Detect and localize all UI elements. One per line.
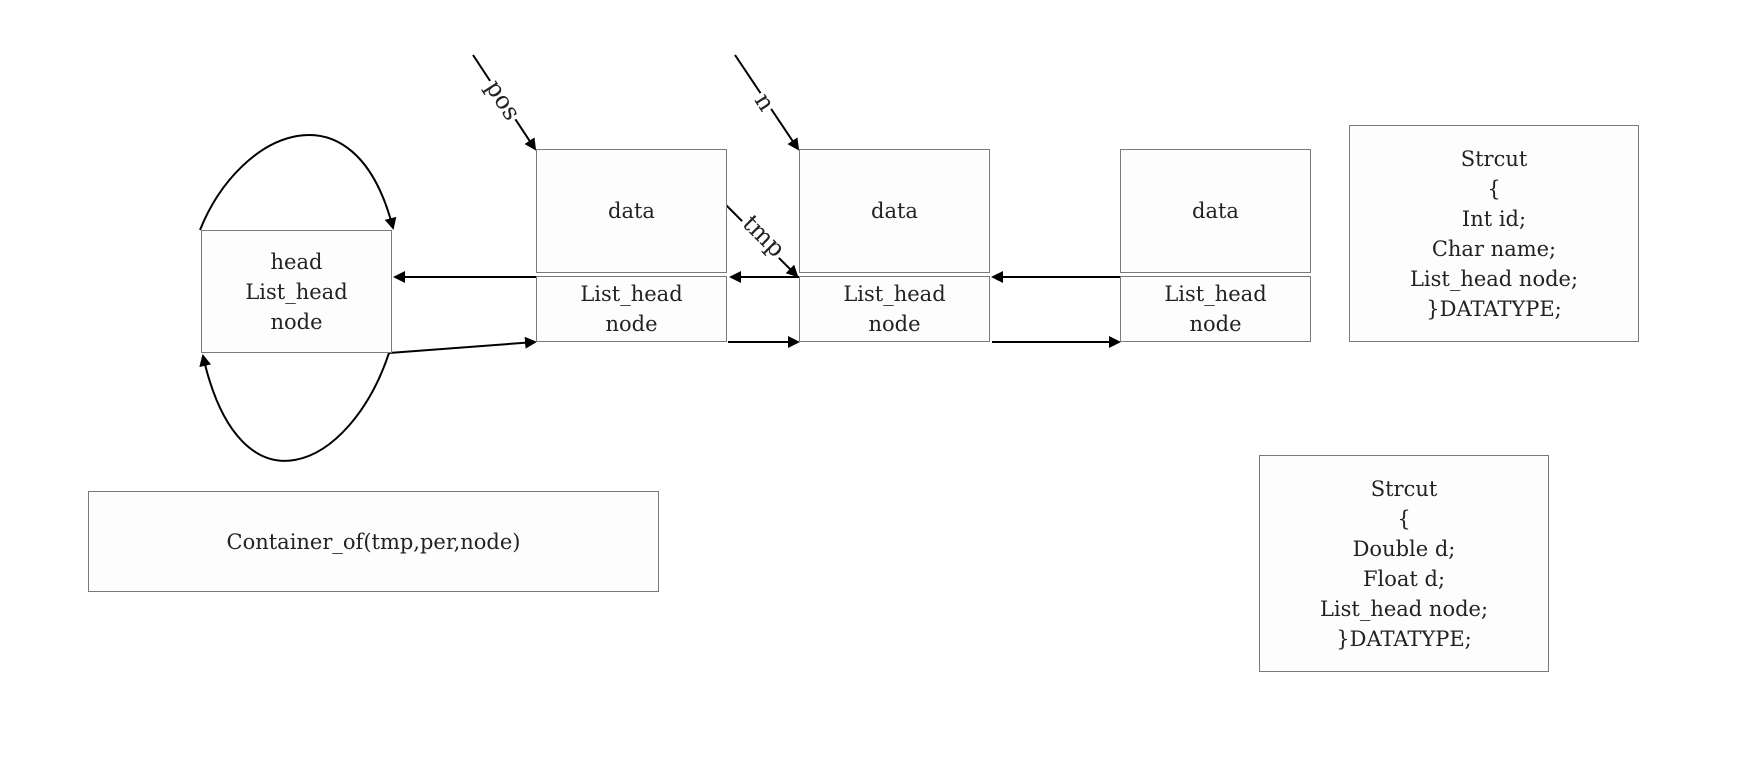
- struct-definition-1: Strcut { Int id; Char name; List_head no…: [1349, 125, 1639, 342]
- head-node-type: List_head: [245, 279, 348, 304]
- node-1-link-field: node: [605, 312, 658, 336]
- container-of-text: Container_of(tmp,per,node): [226, 529, 521, 554]
- node-2-data-label: data: [871, 199, 918, 223]
- next-arrow-head-to-node1: [388, 336, 537, 354]
- head-node-label: head: [270, 249, 323, 274]
- node-1-link-type: List_head: [580, 282, 683, 306]
- node-3-data: data: [1120, 149, 1311, 273]
- struct-2-line-1: Strcut: [1370, 476, 1438, 501]
- struct-1-line-6: }DATATYPE;: [1426, 296, 1562, 321]
- node-3-data-label: data: [1192, 199, 1239, 223]
- struct-1-line-1: Strcut: [1460, 146, 1528, 171]
- node-2-link-type: List_head: [843, 282, 946, 306]
- node-1-data-label: data: [608, 199, 655, 223]
- node-3-link-field: node: [1189, 312, 1242, 336]
- struct-2-line-3: Double d;: [1352, 536, 1456, 561]
- node-2-data: data: [799, 149, 990, 273]
- struct-2-line-5: List_head node;: [1319, 596, 1489, 621]
- head-bottom-loop-arrow: [199, 352, 390, 462]
- struct-definition-2: Strcut { Double d; Float d; List_head no…: [1259, 455, 1549, 672]
- container-of-box: Container_of(tmp,per,node): [88, 491, 659, 592]
- struct-1-line-4: Char name;: [1431, 236, 1557, 261]
- node-1-list-head: List_head node: [536, 276, 727, 342]
- node-3-link-type: List_head: [1164, 282, 1267, 306]
- node-2-link-field: node: [868, 312, 921, 336]
- node-2-list-head: List_head node: [799, 276, 990, 342]
- node-3-list-head: List_head node: [1120, 276, 1311, 342]
- struct-2-line-2: {: [1397, 506, 1411, 531]
- node-1-data: data: [536, 149, 727, 273]
- struct-1-line-2: {: [1487, 176, 1501, 201]
- head-node-field: node: [270, 309, 323, 334]
- struct-2-line-4: Float d;: [1362, 566, 1446, 591]
- struct-1-line-5: List_head node;: [1409, 266, 1579, 291]
- head-top-loop-arrow: [199, 134, 397, 231]
- struct-2-line-6: }DATATYPE;: [1336, 626, 1472, 651]
- struct-1-line-3: Int id;: [1461, 206, 1527, 231]
- head-node: head List_head node: [201, 230, 392, 353]
